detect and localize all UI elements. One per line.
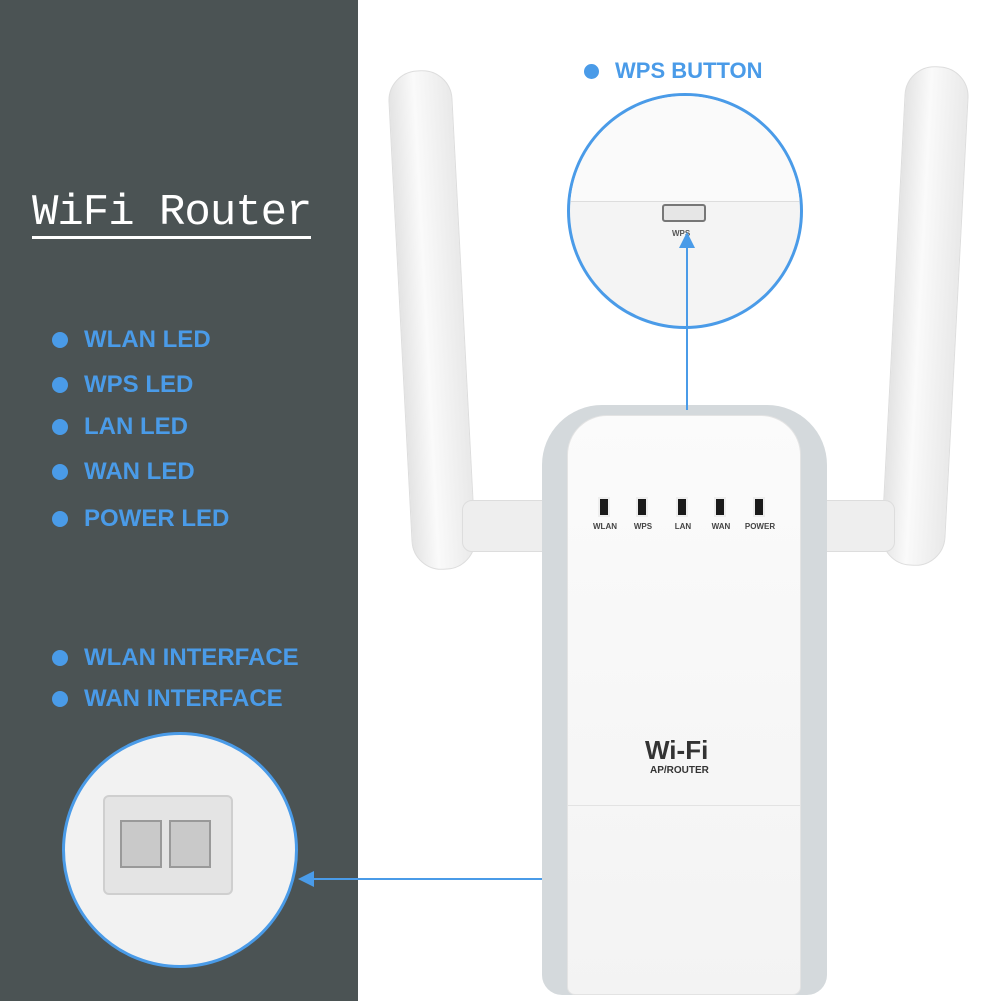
label-text: WAN LED bbox=[84, 458, 195, 485]
led-wlan bbox=[598, 497, 610, 517]
bullet-icon bbox=[584, 63, 599, 79]
led-wps bbox=[636, 497, 648, 517]
arrow-head-icon bbox=[679, 232, 695, 248]
wps-callout: WPS bbox=[567, 93, 803, 329]
label-wan-interface: WAN INTERFACE bbox=[52, 685, 283, 713]
label-text: LAN LED bbox=[84, 413, 188, 440]
wps-top-panel bbox=[570, 96, 800, 202]
bullet-icon bbox=[52, 511, 68, 527]
label-wan-led: WAN LED bbox=[52, 458, 195, 486]
bullet-icon bbox=[52, 650, 68, 666]
label-power-led: POWER LED bbox=[52, 505, 229, 533]
ethernet-port-icon bbox=[169, 820, 211, 868]
bullet-icon bbox=[52, 332, 68, 348]
bullet-icon bbox=[52, 464, 68, 480]
led-wan bbox=[714, 497, 726, 517]
label-lan-led: LAN LED bbox=[52, 413, 188, 441]
led-label: WAN bbox=[711, 522, 731, 531]
wps-button[interactable] bbox=[662, 204, 706, 222]
bullet-icon bbox=[52, 691, 68, 707]
antenna-right bbox=[879, 64, 971, 568]
led-label: WLAN bbox=[593, 522, 617, 531]
label-text: WPS BUTTON bbox=[615, 58, 763, 83]
router-lower-panel bbox=[567, 805, 801, 995]
label-text: WLAN INTERFACE bbox=[84, 644, 299, 671]
bullet-icon bbox=[52, 419, 68, 435]
led-label: LAN bbox=[674, 522, 692, 531]
led-power bbox=[753, 497, 765, 517]
ethernet-port-icon bbox=[120, 820, 162, 868]
label-text: WPS LED bbox=[84, 371, 194, 398]
bullet-icon bbox=[52, 377, 68, 393]
arrow-line bbox=[686, 245, 688, 410]
wifi-logo-subtitle: AP/ROUTER bbox=[650, 765, 709, 776]
label-text: WLAN LED bbox=[84, 326, 211, 353]
wifi-logo: Wi-Fi bbox=[645, 735, 709, 765]
wps-callout-label: WPS BUTTON bbox=[584, 58, 762, 84]
led-label: POWER bbox=[744, 522, 776, 531]
label-wlan-interface: WLAN INTERFACE bbox=[52, 644, 299, 672]
label-wps-led: WPS LED bbox=[52, 371, 193, 399]
antenna-left bbox=[386, 68, 478, 572]
label-text: POWER LED bbox=[84, 505, 230, 532]
led-label: WPS bbox=[633, 522, 653, 531]
page-title: WiFi Router bbox=[32, 188, 312, 239]
label-text: WAN INTERFACE bbox=[84, 685, 283, 712]
arrow-line bbox=[310, 878, 572, 880]
led-lan bbox=[676, 497, 688, 517]
label-wlan-led: WLAN LED bbox=[52, 326, 211, 354]
arrow-head-icon bbox=[298, 871, 314, 887]
port-callout bbox=[62, 732, 298, 968]
